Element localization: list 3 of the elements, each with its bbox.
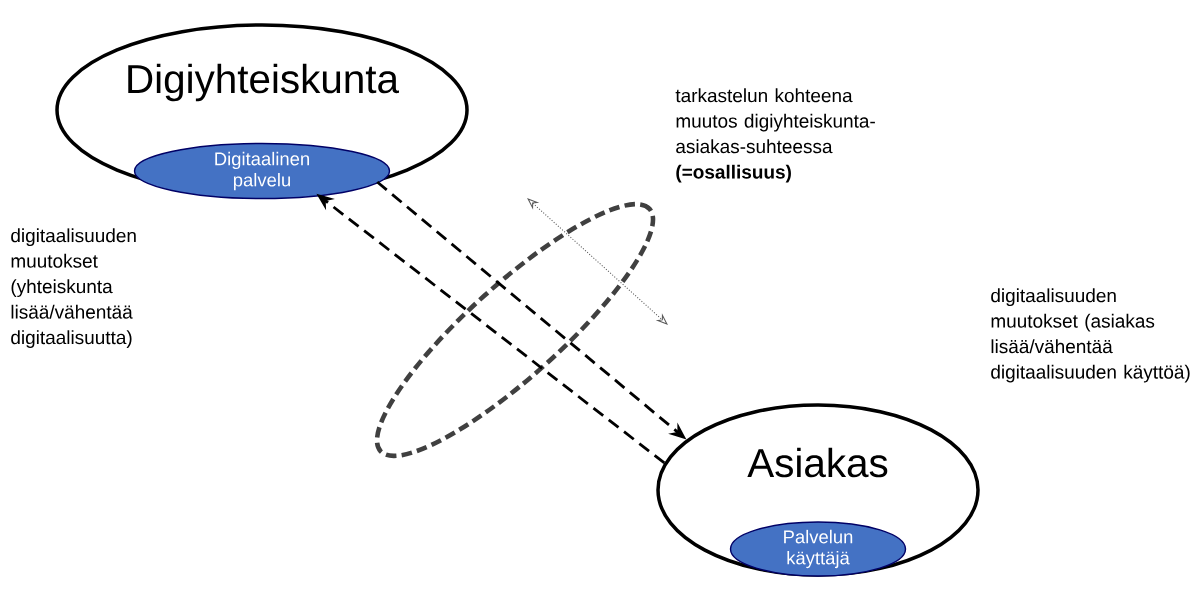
label-text: digitaalisuuden muutokset (asiakas lisää/vähentää digitaalisuuden käyttöä) xyxy=(991,288,1190,383)
label-text: tarkastelun kohteena muutos digiyhteiskunta-asiakas-suhteessa (=osallisuus) xyxy=(675,88,875,183)
label-text: digitaalisuuden muutokset (yhteiskunta lisää/vähentää digitaalisuutta) xyxy=(11,228,136,348)
